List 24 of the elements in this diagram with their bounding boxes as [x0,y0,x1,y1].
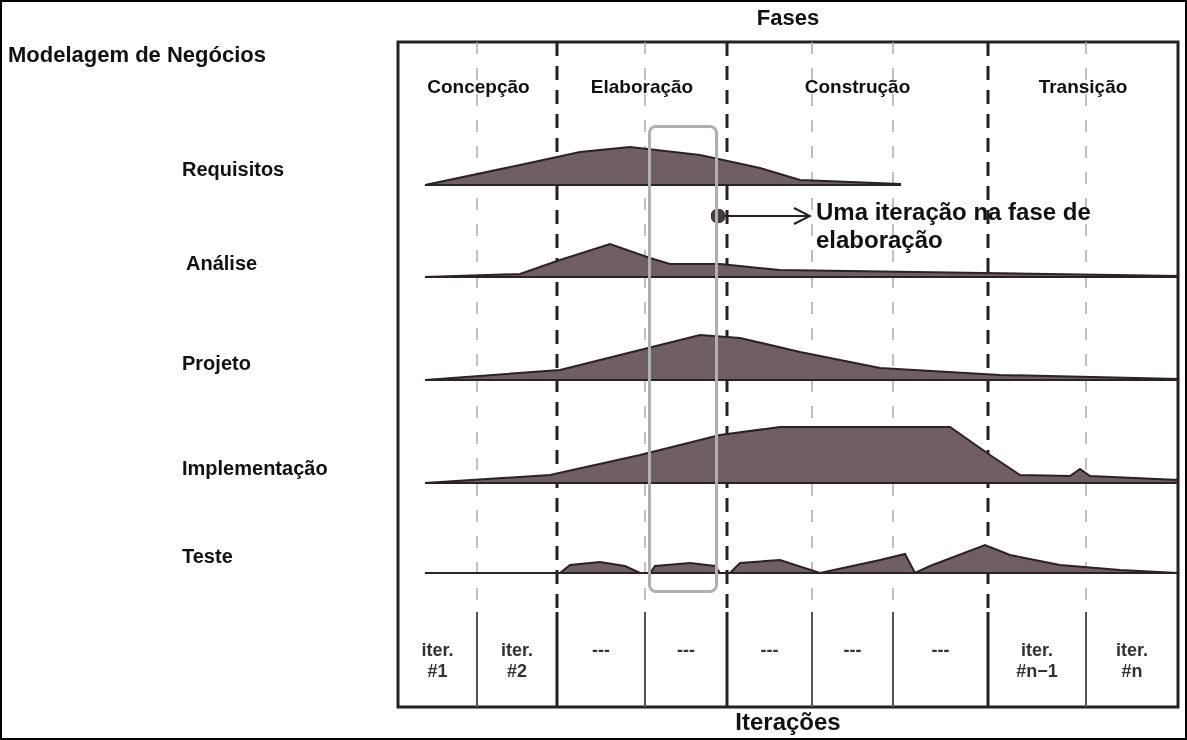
row-label: Teste [182,545,233,567]
phase-label: Transição [1038,76,1128,97]
row-label: Modelagem de Negócios [8,42,266,67]
iteration-label: --- [760,640,779,660]
phase-label: Construção [804,76,911,97]
iteration-label: iter. #n−1 [1016,640,1058,681]
axis-title: Iterações [735,708,841,735]
phase-label: Elaboração [590,76,694,97]
row-label: Requisitos [182,158,285,180]
row-label: Análise [186,252,258,274]
iteration-label: iter. #2 [501,640,533,681]
iteration-label: iter. #n [1116,640,1148,681]
iteration-label: iter. #1 [421,640,454,681]
highlight-frame [648,125,718,593]
iteration-label: --- [931,640,950,660]
row-label: Implementação [182,457,328,479]
iteration-label: --- [677,640,695,660]
row-label: Projeto [182,352,251,374]
iteration-label: --- [592,640,610,660]
phase-label: Concepção [427,76,530,97]
iteration-label: --- [843,640,862,660]
callout-arrow [710,207,811,225]
heading: Fases [756,5,820,30]
callout-text: Uma iteração na fase de elaboração [816,198,1106,254]
